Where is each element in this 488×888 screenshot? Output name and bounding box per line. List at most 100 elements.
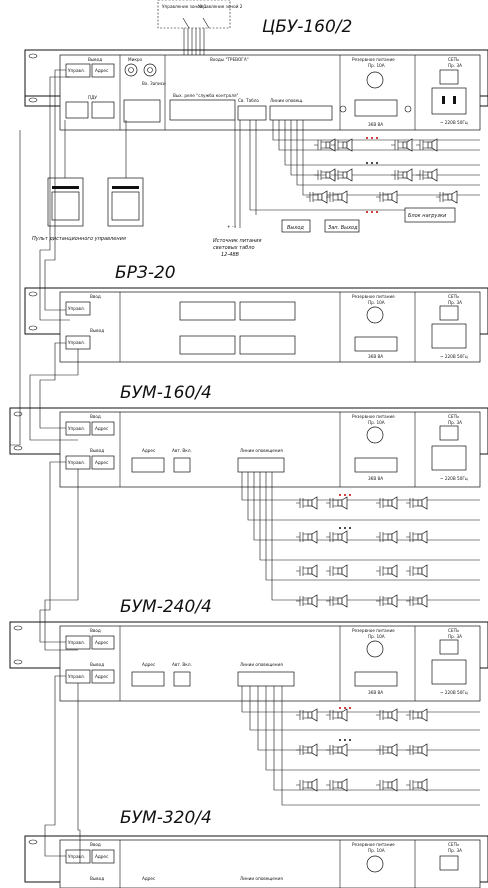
cbu-io-panel: Вывод Управл. Адрес ПДУ Микро Вх. Записи bbox=[65, 57, 166, 123]
svg-text:ПДУ: ПДУ bbox=[88, 95, 97, 100]
speaker-icon bbox=[406, 778, 428, 792]
svg-text:Источник питания: Источник питания bbox=[213, 238, 262, 244]
speaker-icon bbox=[326, 530, 348, 544]
svg-text:36В 8А: 36В 8А bbox=[368, 476, 383, 481]
speaker-icon bbox=[391, 138, 413, 152]
svg-text:Управл.: Управл. bbox=[68, 460, 85, 465]
svg-text:Резервное питание: Резервное питание bbox=[352, 414, 395, 419]
svg-text:Адрес: Адрес bbox=[95, 854, 109, 859]
svg-text:Пр. 3А: Пр. 3А bbox=[448, 300, 462, 305]
svg-text:~ 220В 50Гц: ~ 220В 50Гц bbox=[440, 354, 468, 359]
zone2-label: Управление зоной 2 bbox=[198, 4, 243, 9]
svg-text:~ 220В 50Гц: ~ 220В 50Гц bbox=[440, 690, 468, 695]
zone1-label: Управление зоной 1 bbox=[162, 4, 207, 9]
svg-text:Вывод: Вывод bbox=[90, 876, 104, 881]
svg-text:Управл.: Управл. bbox=[68, 640, 85, 645]
speaker-icon bbox=[306, 190, 328, 204]
svg-text:~ 220В 50Гц: ~ 220В 50Гц bbox=[440, 120, 468, 125]
svg-text:Вывод: Вывод bbox=[90, 662, 104, 667]
svg-text:Ввод: Ввод bbox=[90, 294, 101, 299]
speaker-icon bbox=[436, 190, 458, 204]
svg-text:Вых. реле "служба контроля": Вых. реле "служба контроля" bbox=[173, 93, 238, 98]
speaker-icon bbox=[406, 530, 428, 544]
speaker-icon bbox=[331, 138, 353, 152]
svg-text:Линии оповещения: Линии оповещения bbox=[240, 662, 283, 667]
svg-text:световых табло: световых табло bbox=[213, 245, 255, 251]
title-cbu: ЦБУ-160/2 bbox=[262, 17, 352, 37]
bum240-speaker-lines bbox=[241, 686, 480, 806]
svg-text:СЕТЬ: СЕТЬ bbox=[448, 57, 459, 62]
speaker-icon bbox=[406, 594, 428, 608]
svg-text:Вх. Записи: Вх. Записи bbox=[142, 81, 166, 86]
svg-text:Управл.: Управл. bbox=[68, 306, 85, 311]
svg-text:36В 8А: 36В 8А bbox=[368, 354, 383, 359]
speaker-icon bbox=[376, 778, 398, 792]
svg-text:Управл.: Управл. bbox=[68, 68, 85, 73]
bum240-chassis: Ввод Управл. Адрес Вывод Управл. Адрес А… bbox=[9, 621, 488, 702]
speaker-icon bbox=[326, 564, 348, 578]
title-bum160: БУМ-160/4 bbox=[120, 383, 212, 403]
speaker-icon bbox=[331, 168, 353, 182]
svg-text:СЕТЬ: СЕТЬ bbox=[448, 842, 459, 847]
cbu-power: Резервное питание Пр. 10А 36В 8А СЕТЬ Пр… bbox=[339, 57, 468, 127]
svg-text:Пр. 3А: Пр. 3А bbox=[448, 634, 462, 639]
svg-text:Пр. 3А: Пр. 3А bbox=[448, 63, 462, 68]
svg-text:Адрес: Адрес bbox=[95, 426, 109, 431]
bum320-chassis: Ввод Управл. Адрес Вывод Адрес Линии опо… bbox=[24, 835, 488, 888]
cbu-terminals: Входы "ТРЕВОГА" Вых. реле "служба контро… bbox=[169, 57, 333, 121]
svg-text:Адрес: Адрес bbox=[95, 68, 109, 73]
svg-text:Пр. 3А: Пр. 3А bbox=[448, 420, 462, 425]
svg-text:Адрес: Адрес bbox=[95, 674, 109, 679]
speaker-icon bbox=[406, 743, 428, 757]
svg-text:Управл.: Управл. bbox=[68, 854, 85, 859]
speaker-icon bbox=[326, 190, 348, 204]
speaker-icon bbox=[376, 564, 398, 578]
load-label: Блок нагрузки bbox=[408, 213, 447, 219]
speaker-icon bbox=[296, 564, 318, 578]
svg-text:Микро: Микро bbox=[128, 57, 143, 62]
speaker-icon bbox=[296, 496, 318, 510]
svg-text:36В 8А: 36В 8А bbox=[368, 122, 383, 127]
brz-chassis: Ввод Управл. Вывод Управл. Резервное пит… bbox=[24, 287, 488, 363]
title-bum320: БУМ-320/4 bbox=[120, 808, 212, 828]
svg-text:Вывод: Вывод bbox=[90, 448, 104, 453]
exit-label: Выход bbox=[287, 225, 304, 231]
svg-text:+ - -: + - - bbox=[227, 224, 237, 229]
title-bum240: БУМ-240/4 bbox=[120, 597, 212, 617]
svg-text:Пр. 3А: Пр. 3А bbox=[448, 848, 462, 853]
speaker-icon bbox=[376, 530, 398, 544]
svg-text:Линии оповещения: Линии оповещения bbox=[240, 448, 283, 453]
speaker-icon bbox=[296, 708, 318, 722]
speaker-icon bbox=[376, 708, 398, 722]
svg-text:Управл.: Управл. bbox=[68, 426, 85, 431]
speaker-icon bbox=[326, 778, 348, 792]
svg-text:Ввод: Ввод bbox=[90, 628, 101, 633]
svg-text:Управл.: Управл. bbox=[68, 674, 85, 679]
speaker-icon bbox=[376, 743, 398, 757]
svg-text:Авт. Вкл.: Авт. Вкл. bbox=[172, 448, 192, 453]
svg-text:Резервное питание: Резервное питание bbox=[352, 628, 395, 633]
bum160-chassis: Ввод Управл. Адрес Вывод Управл. Адрес А… bbox=[9, 407, 488, 488]
cbu-speaker-lines: Выход Зап. Выход Блок нагрузки bbox=[249, 120, 480, 233]
svg-text:36В 8А: 36В 8А bbox=[368, 690, 383, 695]
speaker-icon bbox=[296, 594, 318, 608]
svg-text:Св. Табло: Св. Табло bbox=[238, 98, 259, 103]
speaker-icon bbox=[416, 168, 438, 182]
bum160-speaker-lines bbox=[241, 472, 480, 601]
svg-text:СЕТЬ: СЕТЬ bbox=[448, 294, 459, 299]
svg-text:Управл.: Управл. bbox=[68, 340, 85, 345]
speaker-icon bbox=[326, 743, 348, 757]
svg-text:Пр. 10А: Пр. 10А bbox=[368, 300, 385, 305]
svg-text:Ввод: Ввод bbox=[90, 414, 101, 419]
svg-text:Резервное питание: Резервное питание bbox=[352, 57, 395, 62]
speaker-icon bbox=[406, 708, 428, 722]
svg-text:Входы "ТРЕВОГА": Входы "ТРЕВОГА" bbox=[210, 57, 249, 62]
svg-text:Адрес: Адрес bbox=[95, 460, 109, 465]
svg-text:Пр. 10А: Пр. 10А bbox=[368, 634, 385, 639]
svg-text:Резервное питание: Резервное питание bbox=[352, 842, 395, 847]
speaker-icon bbox=[416, 138, 438, 152]
speaker-icon bbox=[391, 168, 413, 182]
speaker-icon bbox=[326, 594, 348, 608]
svg-text:Пр. 10А: Пр. 10А bbox=[368, 420, 385, 425]
svg-text:Адрес: Адрес bbox=[142, 876, 156, 881]
